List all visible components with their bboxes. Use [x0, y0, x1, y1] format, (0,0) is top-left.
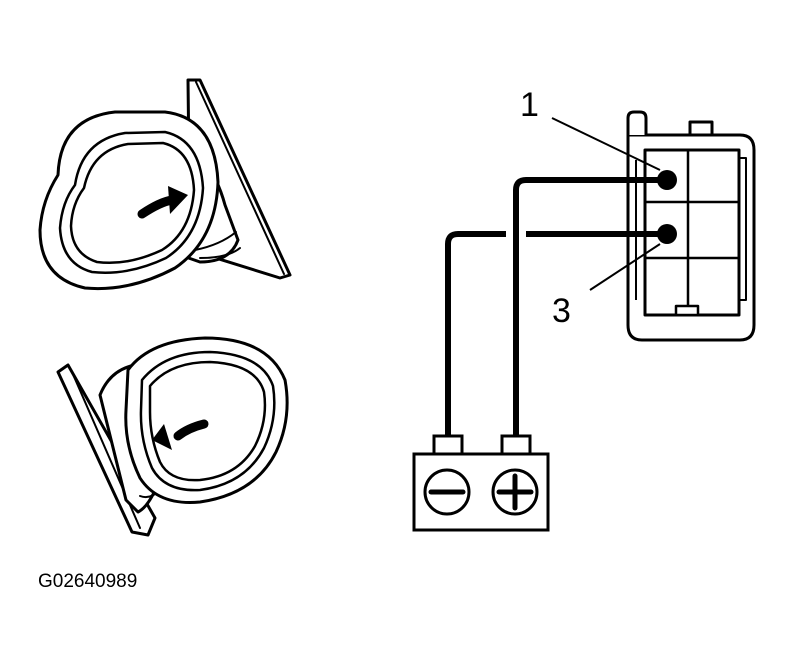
mirror-assembly-bottom	[56, 336, 289, 537]
mirror-glass-bottom	[148, 360, 267, 482]
mirror-glass-top	[69, 141, 196, 265]
minus-icon	[423, 468, 471, 516]
battery-positive-post	[500, 434, 532, 456]
leader-line-3	[589, 243, 661, 291]
wire-negative-a	[445, 231, 506, 438]
terminal-3-label: 3	[552, 292, 571, 330]
leader-line-1	[551, 117, 661, 171]
battery-negative-post	[432, 434, 464, 456]
plus-icon	[491, 468, 539, 516]
test-wires	[445, 177, 662, 438]
terminal-3-pin	[657, 224, 677, 244]
mirror-tilt-left-icon	[152, 419, 209, 450]
terminal-1-pin	[657, 170, 677, 190]
mirror-connector	[626, 110, 756, 342]
terminal-1-label: 1	[520, 86, 539, 124]
wire-positive	[513, 177, 662, 438]
mirror-assembly-top	[38, 78, 292, 291]
mirror-tilt-right-icon	[137, 186, 188, 219]
figure-code: G02640989	[38, 571, 137, 592]
